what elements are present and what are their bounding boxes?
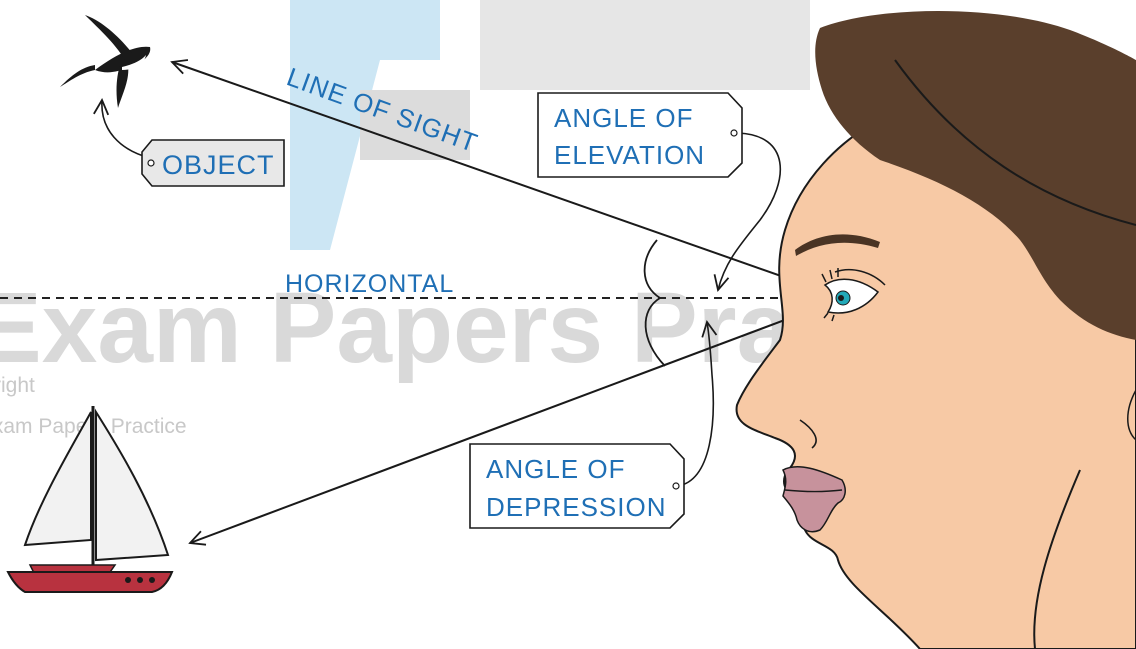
object-label: OBJECT	[162, 150, 275, 180]
face-illustration	[737, 11, 1136, 649]
object-pointer-arrow	[102, 100, 150, 158]
porthole	[125, 577, 131, 583]
bird-tail	[60, 65, 95, 87]
angle-of-depression-line1: ANGLE OF	[486, 454, 625, 484]
horizontal-label: HORIZONTAL	[285, 270, 454, 298]
object-label-tag: OBJECT	[102, 100, 284, 186]
bird-wing-down	[117, 65, 129, 108]
sailboat-hull	[8, 572, 172, 592]
bird-wing-up	[85, 15, 132, 60]
angle-of-elevation-line2: ELEVATION	[554, 140, 705, 170]
tag-hole	[673, 483, 679, 489]
angle-of-elevation-line1: ANGLE OF	[554, 103, 693, 133]
watermark-copyright-line1: Copyright	[0, 374, 35, 397]
angle-of-elevation-tag: ANGLE OF ELEVATION	[538, 93, 780, 290]
porthole	[137, 577, 143, 583]
tag-hole	[148, 160, 154, 166]
pupil	[838, 295, 844, 301]
angle-of-depression-line2: DEPRESSION	[486, 492, 667, 522]
porthole	[149, 577, 155, 583]
tag-hole	[731, 130, 737, 136]
bird-illustration	[60, 15, 150, 108]
